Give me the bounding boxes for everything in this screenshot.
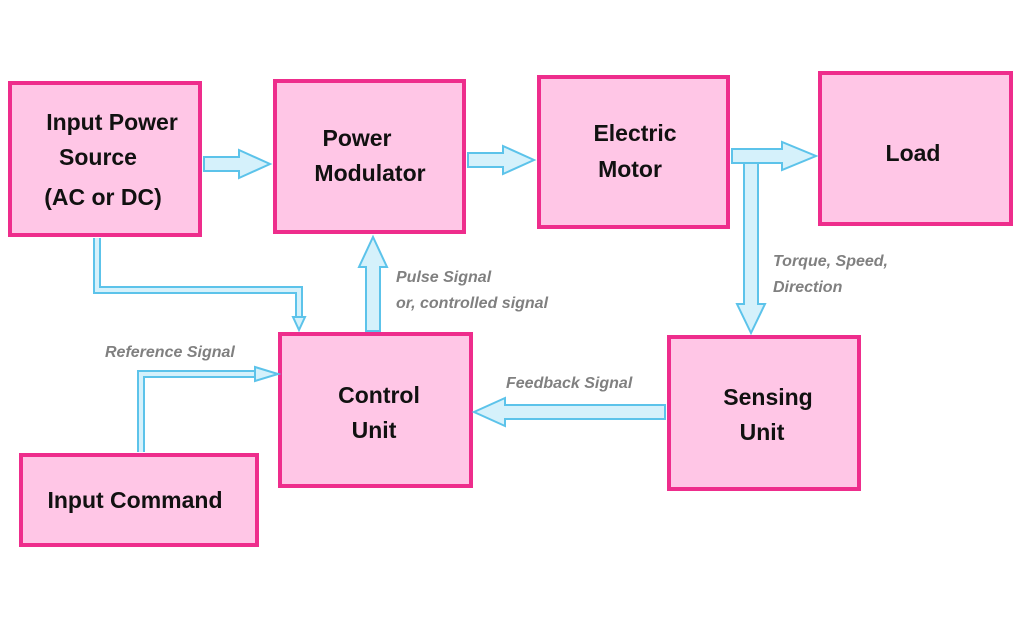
input-command-block: Input Command: [19, 453, 259, 547]
arrow-sensing-to-control: [471, 396, 666, 428]
input-power-source-line-2: Source: [59, 144, 137, 170]
arrow-motor-to-sensing: [735, 162, 767, 336]
arrow-control-to-modulator: [357, 234, 389, 332]
feedback-signal-label: Feedback Signal: [506, 375, 633, 392]
torque-label-2: Direction: [773, 279, 843, 296]
load-label: Load: [886, 140, 941, 166]
load-block: Load: [818, 71, 1013, 226]
input-command-label: Input Command: [47, 487, 222, 513]
electric-motor-line-1: Electric: [593, 120, 676, 146]
torque-label-1: Torque, Speed,: [773, 253, 888, 270]
arrow-source-to-modulator: [203, 148, 273, 180]
power-modulator-block: Power Modulator: [273, 79, 466, 234]
power-modulator-line-1: Power: [322, 125, 391, 151]
input-power-source-block: Input Power Source (AC or DC): [8, 81, 202, 237]
input-power-source-line-1: Input Power: [46, 109, 178, 135]
sensing-unit-line-2: Unit: [740, 419, 785, 445]
input-power-source-line-3: (AC or DC): [44, 184, 162, 210]
pulse-signal-label-1: Pulse Signal: [396, 269, 492, 286]
power-modulator-line-2: Modulator: [314, 160, 425, 186]
sensing-unit-line-1: Sensing: [723, 384, 812, 410]
electric-motor-line-2: Motor: [598, 156, 662, 182]
control-unit-line-2: Unit: [352, 417, 397, 443]
arrow-modulator-to-motor: [467, 144, 537, 176]
arrow-command-to-control: [137, 365, 282, 452]
pulse-signal-label-2: or, controlled signal: [396, 295, 549, 312]
reference-signal-label: Reference Signal: [105, 344, 235, 361]
sensing-unit-block: Sensing Unit: [667, 335, 861, 491]
arrow-source-to-control: [93, 238, 307, 333]
control-unit-block: Control Unit: [278, 332, 473, 488]
electric-motor-block: Electric Motor: [537, 75, 730, 229]
control-unit-line-1: Control: [338, 382, 420, 408]
